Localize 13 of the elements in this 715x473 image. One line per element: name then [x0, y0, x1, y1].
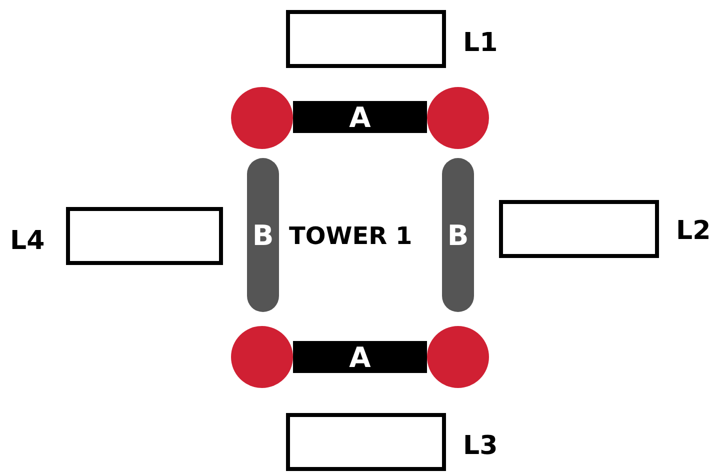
box-label: L1 [463, 30, 498, 56]
beam-bar: A [293, 341, 427, 373]
empty-box [499, 200, 659, 258]
box-label: L3 [463, 433, 498, 459]
column-bar: B [247, 158, 279, 312]
empty-box [286, 413, 446, 471]
box-label: L4 [10, 228, 45, 254]
empty-box [286, 10, 446, 68]
tower-label: TOWER 1 [289, 224, 412, 248]
empty-box [66, 207, 223, 265]
column-bar: B [442, 158, 474, 312]
beam-bar: A [293, 101, 427, 133]
box-label: L2 [676, 218, 711, 244]
